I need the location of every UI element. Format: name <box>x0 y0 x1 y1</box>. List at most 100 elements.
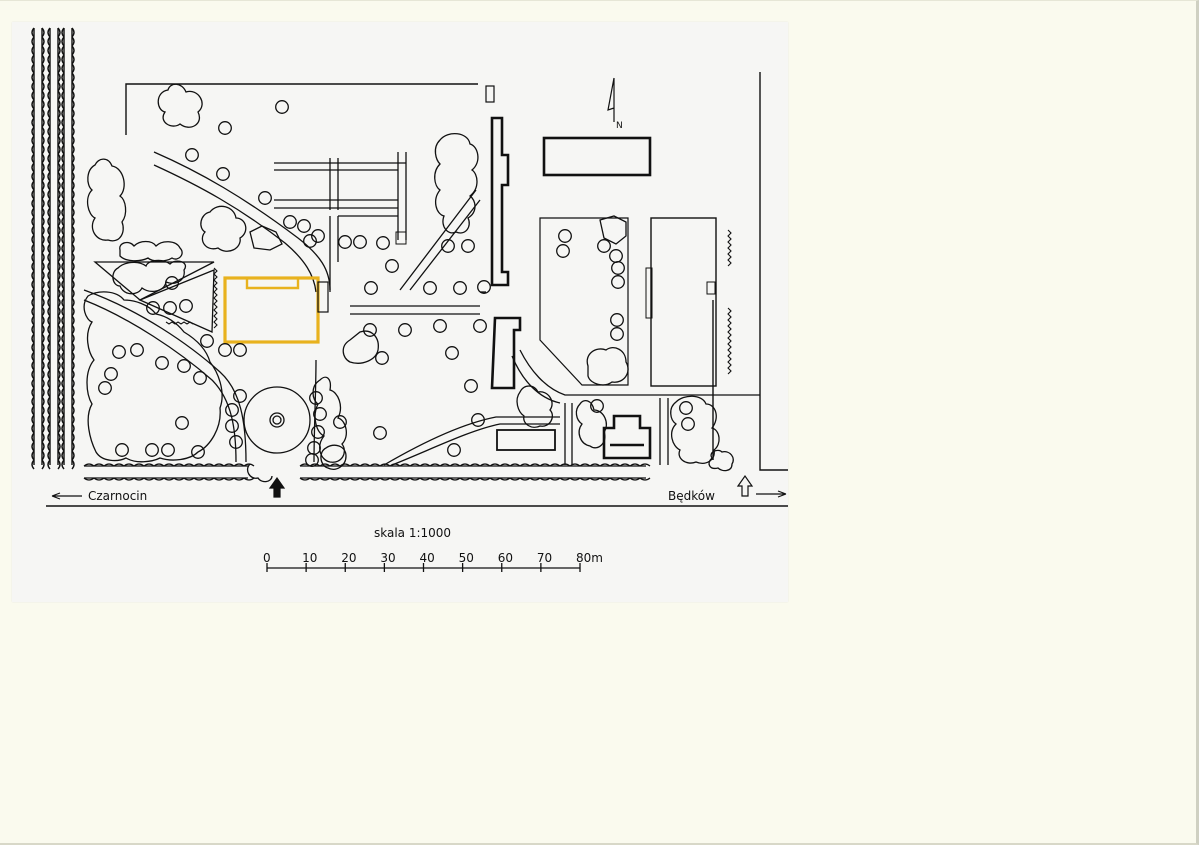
building-annex <box>317 281 329 313</box>
scale-tick-label: 80m <box>576 551 603 565</box>
tree-icon <box>98 381 112 395</box>
north-label: N <box>616 121 623 131</box>
tree-icon <box>477 280 491 294</box>
tree-icon <box>163 301 177 315</box>
scale-bar <box>266 563 581 572</box>
tree-icon <box>297 219 311 233</box>
tree-icon <box>610 327 624 341</box>
tree-icon <box>473 319 487 333</box>
shrub-lines <box>165 229 732 375</box>
tree-icon <box>679 401 693 415</box>
road-direction-arrows <box>51 490 787 500</box>
hedge-scallop-line <box>83 463 255 481</box>
hedge-scallops <box>31 27 75 470</box>
tree-icon <box>373 426 387 440</box>
entrance-arrow-side <box>736 474 754 497</box>
entrance-arrow-main <box>268 476 286 498</box>
bottom-hedges <box>83 463 651 481</box>
tree-icon <box>611 275 625 289</box>
czarnocin-label: Czarnocin <box>88 489 147 503</box>
bedkow-label: Będków <box>668 489 715 503</box>
bottom-hedge-scallops <box>83 463 651 481</box>
tree-icon <box>115 443 129 457</box>
tree-icon <box>303 234 317 248</box>
tree-icon <box>233 389 247 403</box>
scale-tick-label: 50 <box>459 551 474 565</box>
tree-icon <box>185 148 199 162</box>
hedge-scallop-line <box>31 27 45 470</box>
tree-icon <box>305 453 319 467</box>
property-fence <box>125 72 788 471</box>
tree-icon <box>461 239 475 253</box>
tree-icon <box>179 299 193 313</box>
tree-icon <box>681 417 695 431</box>
hedge-scallop-line <box>61 27 75 470</box>
tree-icon <box>611 261 625 275</box>
tree-icon <box>375 351 389 365</box>
scale-tick-label: 0 <box>263 551 271 565</box>
tree-icon <box>609 249 623 263</box>
tree-icon <box>258 191 272 205</box>
tree-icon <box>145 443 159 457</box>
scale-tick-label: 60 <box>498 551 513 565</box>
tree-icon <box>229 435 243 449</box>
tree-icon <box>161 443 175 457</box>
scale-title: skala 1:1000 <box>374 526 451 540</box>
tree-icon <box>445 346 459 360</box>
tree-icon <box>363 323 377 337</box>
tree-icon <box>193 371 207 385</box>
tree-icon <box>216 167 230 181</box>
tree-icon <box>104 367 118 381</box>
scale-tick-label: 30 <box>380 551 395 565</box>
hedge-scallop-line <box>299 463 651 481</box>
tree-icon <box>441 239 455 253</box>
tree-icon <box>385 259 399 273</box>
tree-icon <box>447 443 461 457</box>
hedge-scallop-line <box>47 27 61 470</box>
scale-tick-label: 10 <box>302 551 317 565</box>
single-trees <box>98 100 695 467</box>
scale-tick-label: 40 <box>420 551 435 565</box>
tree-icon <box>311 425 325 439</box>
tree-icon <box>218 343 232 357</box>
tree-icon <box>175 416 189 430</box>
tree-icon <box>471 413 485 427</box>
tree-icon <box>597 239 611 253</box>
tree-icon <box>225 419 239 433</box>
scale-tick-label: 70 <box>537 551 552 565</box>
tree-icon <box>590 399 604 413</box>
tree-icon <box>338 235 352 249</box>
tree-icon <box>130 343 144 357</box>
tree-icon <box>112 345 126 359</box>
north-arrow <box>607 77 615 122</box>
buildings <box>395 85 717 460</box>
tree-icon <box>610 313 624 327</box>
tree-icon <box>233 343 247 357</box>
scale-ticks <box>266 563 581 572</box>
park-paths <box>83 151 760 466</box>
tree-icon <box>376 236 390 250</box>
tree-icon <box>433 319 447 333</box>
tree-icon <box>155 356 169 370</box>
tree-icon <box>453 281 467 295</box>
tree-icon <box>146 301 160 315</box>
tree-icon <box>311 229 325 243</box>
tree-icon <box>353 235 367 249</box>
tree-icon <box>225 403 239 417</box>
tree-icon <box>333 415 347 429</box>
tree-icon <box>464 379 478 393</box>
scale-labels: 0 10 20 30 40 50 60 70 80m <box>263 551 603 565</box>
tree-icon <box>556 244 570 258</box>
tree-icon <box>313 407 327 421</box>
scale-tick-label: 20 <box>341 551 356 565</box>
tree-icon <box>398 323 412 337</box>
tree-icon <box>558 229 572 243</box>
tree-icon <box>309 391 323 405</box>
tree-groups <box>83 83 734 483</box>
hedge-rows <box>31 27 75 470</box>
tree-icon <box>275 100 289 114</box>
tree-icon <box>191 445 205 459</box>
tree-icon <box>177 359 191 373</box>
tree-icon <box>200 334 214 348</box>
